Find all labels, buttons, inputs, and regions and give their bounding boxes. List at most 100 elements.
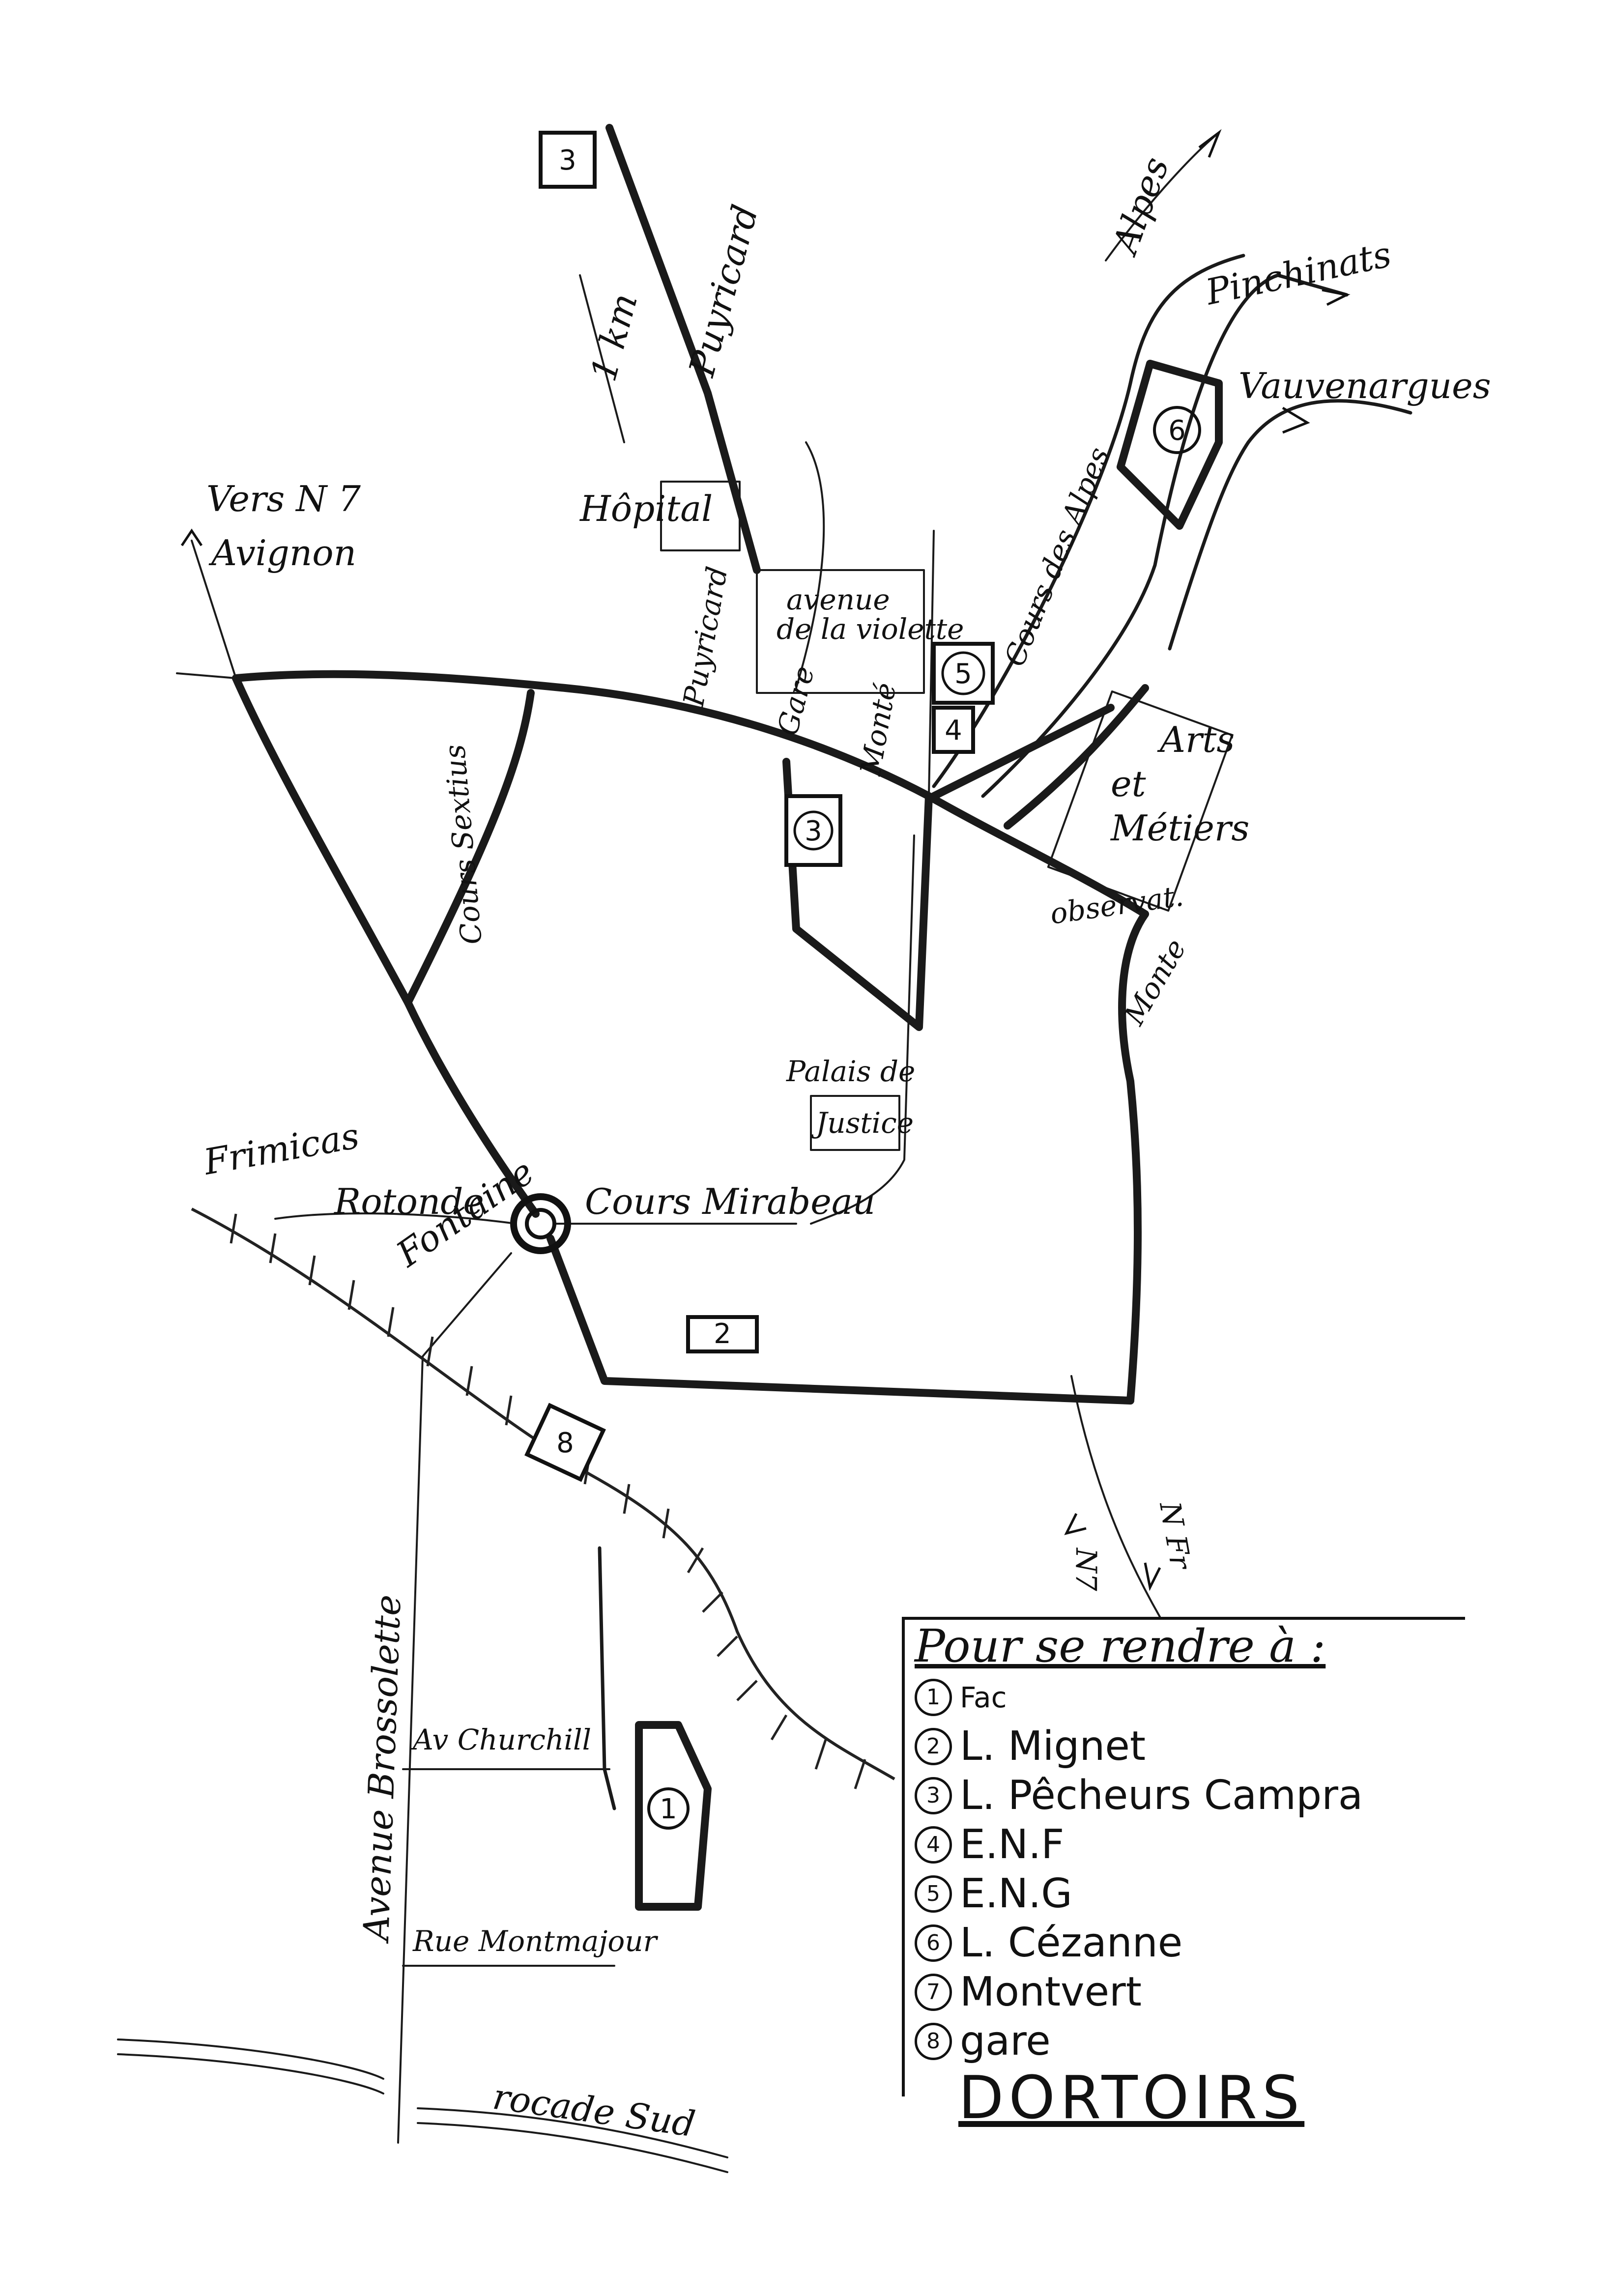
label-avenue-brossolette: Avenue Brossolette [355, 1594, 409, 1944]
secondary-roads [117, 126, 1412, 2173]
arrow-nice [1144, 1562, 1161, 1591]
badge-1: 1 [647, 1787, 690, 1830]
railway [191, 1207, 895, 1789]
legend-label: Fac [960, 1681, 1007, 1714]
legend-label: E.N.G [960, 1870, 1072, 1917]
route-east-loop [1118, 910, 1149, 1405]
legend-label: gare [960, 2018, 1051, 2065]
label-violette-2: de la violette [777, 612, 964, 646]
legend-label: Montvert [960, 1969, 1142, 2015]
road-rocade-2 [117, 2053, 384, 2095]
road-rotonde-sw [397, 1252, 512, 2144]
svg-text:5: 5 [954, 658, 972, 690]
arrow-vauvenargues [1282, 406, 1310, 434]
road-cours-alpes-2 [981, 273, 1349, 798]
legend-item-mignet: 2 L. Mignet [915, 1723, 1146, 1770]
label-nice: N Fr [1153, 1498, 1198, 1573]
legend-label: L. Mignet [960, 1723, 1146, 1770]
legend-label: L. Cézanne [960, 1920, 1183, 1966]
label-1km: 1 km [582, 289, 645, 385]
legend-item-montvert: 7 Montvert [915, 1969, 1142, 2015]
legend-num: 7 [915, 1973, 952, 2011]
road-rocade-1 [117, 2038, 384, 2080]
road-s-n7 [1070, 1375, 1161, 1618]
route-arts-spur [1004, 684, 1149, 830]
svg-text:3: 3 [805, 815, 822, 847]
road-n7-avignon [191, 540, 237, 679]
arrow-alpes [1198, 129, 1222, 158]
label-palais-1: Palais de [786, 1055, 915, 1088]
label-rotonde: Rotonde [333, 1181, 484, 1222]
svg-text:3: 3 [559, 144, 576, 176]
violette-block [756, 569, 925, 694]
arrow-avignon [180, 528, 203, 546]
label-frimicas: Frimicas [200, 1115, 362, 1183]
label-arts-3: Métiers [1110, 807, 1249, 849]
label-rocade-sud: rocade Sud [490, 2076, 698, 2145]
road-vauvenargues [1168, 399, 1412, 651]
badge-3: 3 [784, 794, 842, 867]
legend-item-eng: 5 E.N.G [915, 1870, 1072, 1917]
road-palais [810, 834, 915, 1225]
label-gare-short: Gare [771, 662, 821, 739]
svg-text:1: 1 [660, 1793, 677, 1825]
legend-item-cezanne: 6 L. Cézanne [915, 1920, 1182, 1966]
legend-num: 5 [915, 1875, 952, 1913]
legend-item-gare: 8 gare [915, 2018, 1051, 2065]
label-avignon-1: Vers N 7 [206, 478, 361, 519]
rotonde-roundabout [510, 1193, 571, 1254]
dortoirs-title: DORTOIRS [958, 2064, 1305, 2132]
road-1km [579, 274, 625, 443]
legend-box: Pour se rendre à : 1 Fac 2 L. Mignet 3 L… [902, 1617, 1465, 2096]
svg-text:6: 6 [1168, 415, 1186, 447]
road-cours-alpes-1 [932, 254, 1245, 788]
badge-5: 5 [932, 642, 995, 705]
label-cours-alpes: Cours des Alpes [998, 442, 1116, 671]
badge-8: 8 [524, 1403, 606, 1482]
label-rue-montmajour: Rue Montmajour [412, 1924, 659, 1958]
buildings [635, 360, 1234, 1911]
label-violette-1: avenue [786, 583, 890, 616]
palais-justice-building [810, 1095, 900, 1151]
route-west-diagonal [232, 674, 540, 1218]
road-west [176, 672, 237, 679]
legend-item-enf: 4 E.N.F [915, 1821, 1064, 1868]
badge-4: 4 [932, 706, 975, 754]
legend-num: 8 [915, 2022, 952, 2060]
road-violette-stem [928, 530, 935, 797]
bus-route [232, 124, 1149, 1405]
label-cours-mirabeau: Cours Mirabeau [585, 1181, 875, 1222]
legend-label: E.N.F [960, 1821, 1065, 1868]
direction-arrows [180, 129, 1351, 1591]
legend-num: 2 [915, 1727, 952, 1765]
label-arts-1: Arts [1157, 719, 1235, 760]
label-alpes: Alpes [1103, 152, 1177, 261]
badge-3-north: 3 [539, 131, 597, 189]
building-1 [635, 1721, 712, 1911]
svg-text:8: 8 [556, 1427, 574, 1459]
numbered-badges: 3 5 4 3 6 2 8 1 [524, 131, 1201, 1830]
label-palais-2: Justice [811, 1106, 914, 1140]
route-south [547, 1234, 1134, 1405]
label-avignon-2: Avignon [208, 532, 356, 574]
road-gare-link [598, 1546, 616, 1810]
label-observatoire: observat. [1048, 879, 1185, 931]
label-n7: N7 [1069, 1547, 1103, 1591]
legend-num: 1 [915, 1679, 952, 1716]
label-puyricard-st: Puyricard [677, 564, 734, 710]
legend-label: L. Pêcheurs Campra [960, 1772, 1363, 1819]
rail-line [191, 1207, 895, 1780]
rail-ties [230, 1213, 866, 1789]
badge-6: 6 [1153, 406, 1201, 454]
svg-text:4: 4 [945, 715, 962, 746]
road-rocade-3 [417, 2107, 728, 2158]
route-alpes-spur [930, 704, 1115, 800]
label-puyricard-dir: Puyricard [681, 201, 766, 381]
legend-num: 6 [915, 1924, 952, 1962]
legend-item-campra: 3 L. Pêcheurs Campra [915, 1772, 1363, 1819]
legend-num: 3 [915, 1777, 952, 1814]
road-alpes [1105, 132, 1220, 261]
label-hopital: Hôpital [579, 488, 713, 529]
svg-text:2: 2 [714, 1318, 731, 1350]
